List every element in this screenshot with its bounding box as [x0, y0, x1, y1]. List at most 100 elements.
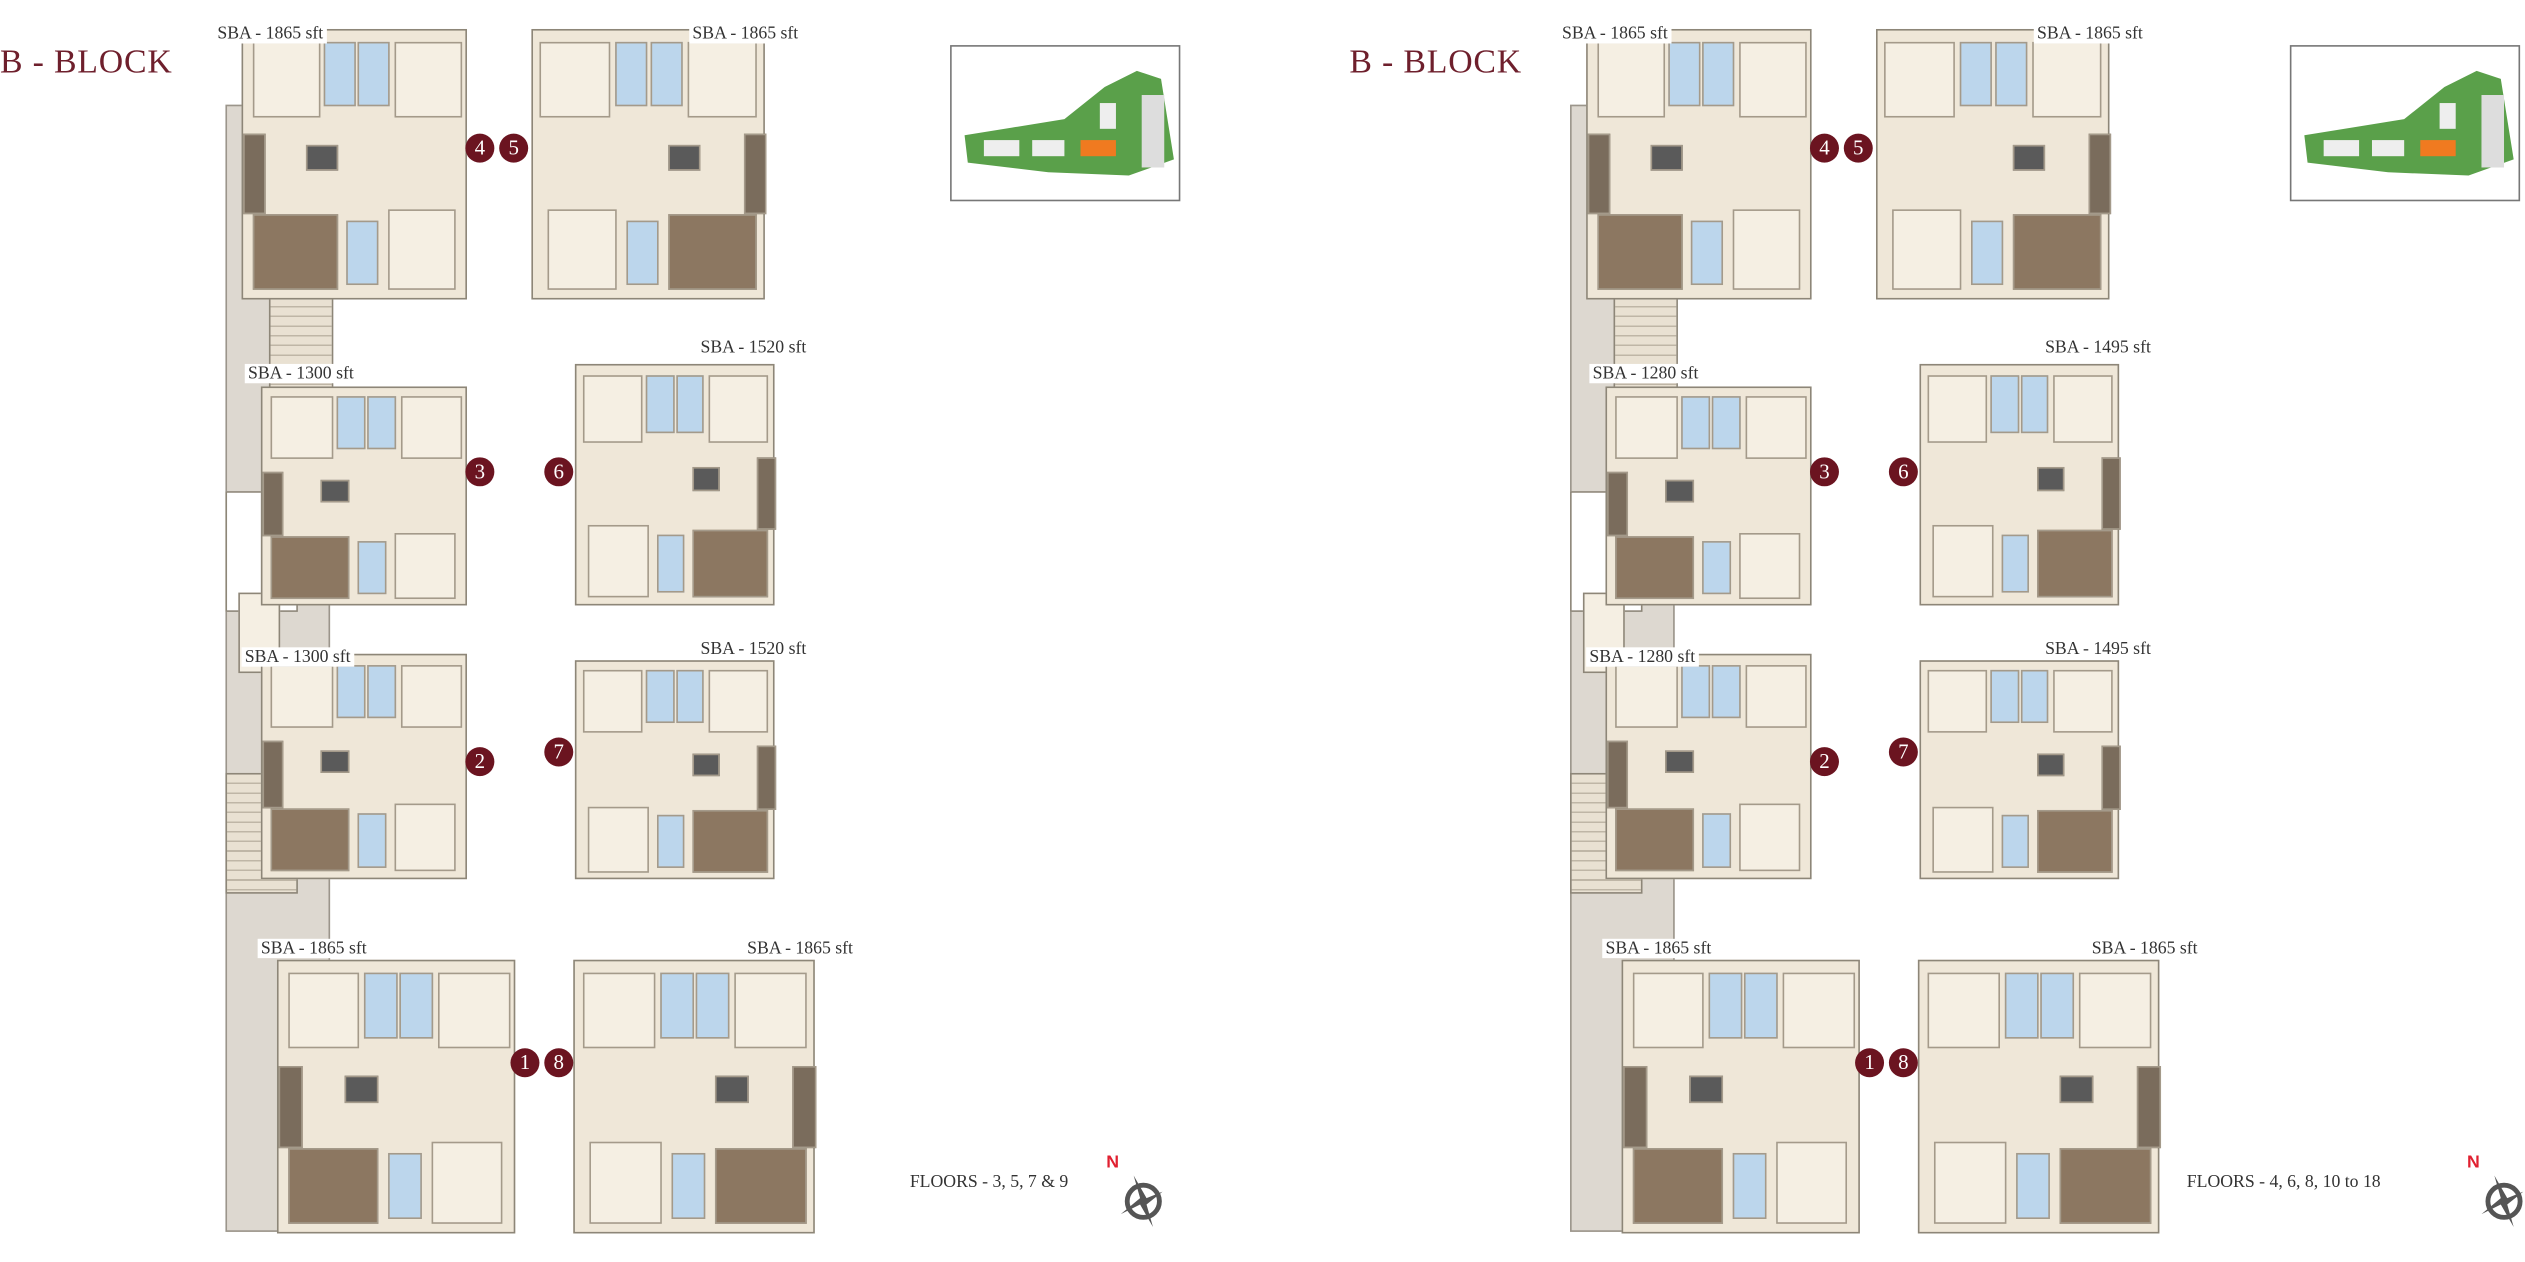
- apartment-unit-2: [260, 653, 467, 880]
- toilet: [671, 1152, 706, 1219]
- sba-label: SBA - 1300 sft: [244, 363, 358, 384]
- bedroom: [288, 972, 360, 1049]
- toilet: [1668, 41, 1701, 107]
- apartment-unit-8: [1917, 959, 2162, 1234]
- sba-label: SBA - 1865 sft: [1602, 938, 1715, 959]
- bedroom: [540, 41, 611, 118]
- balcony: [792, 1065, 817, 1148]
- staircase: [1613, 286, 1678, 403]
- toilet: [1712, 396, 1742, 450]
- kitchen: [1732, 209, 1800, 291]
- sba-label: SBA - 1280 sft: [1586, 647, 1699, 667]
- compass-rose-icon: [1111, 1166, 1175, 1230]
- toilet: [1712, 664, 1742, 719]
- toilet: [1701, 541, 1731, 594]
- master-bedroom: [1596, 214, 1683, 291]
- apartment-unit-5: [1875, 28, 2112, 300]
- sba-label: SBA - 1865 sft: [214, 24, 327, 44]
- master-bedroom: [1615, 808, 1694, 872]
- kitchen: [1891, 209, 1962, 291]
- toilet: [1744, 972, 1779, 1038]
- bedroom: [582, 972, 655, 1049]
- bedroom: [1745, 396, 1807, 459]
- toilet: [646, 670, 675, 724]
- apartment-unit-3: [260, 386, 467, 606]
- toilet: [400, 972, 434, 1038]
- apartment-unit-1: [276, 959, 516, 1234]
- toilet: [2040, 972, 2075, 1038]
- block-title: B - BLOCK: [1349, 41, 1523, 81]
- unit-number-marker: 2: [1809, 747, 1839, 777]
- kitchen: [1933, 806, 1993, 873]
- apartment-unit-7: [574, 660, 777, 880]
- bedroom: [1927, 670, 1987, 732]
- kitchen: [394, 532, 457, 599]
- toilet: [1990, 375, 2019, 434]
- toilet: [646, 375, 675, 434]
- bedroom: [400, 664, 463, 728]
- master-bedroom: [252, 214, 338, 291]
- kitchen: [1933, 1142, 2007, 1225]
- toilet: [1681, 396, 1711, 450]
- bedroom: [2052, 375, 2113, 443]
- bedroom: [1884, 41, 1955, 118]
- bedroom: [1927, 375, 1987, 443]
- apartment-unit-2: [1605, 653, 1812, 880]
- dining-table: [320, 480, 350, 502]
- toilet: [656, 815, 685, 868]
- master-bedroom: [270, 536, 350, 599]
- bedroom: [708, 670, 769, 732]
- bedroom: [2031, 41, 2102, 118]
- toilet: [676, 670, 705, 724]
- apartment-unit-6: [1919, 363, 2121, 606]
- bedroom: [734, 972, 807, 1049]
- toilet: [614, 41, 648, 107]
- toilet: [388, 1152, 422, 1219]
- apartment-unit-4: [1586, 28, 1812, 300]
- master-bedroom: [2036, 810, 2113, 873]
- kitchen: [546, 209, 618, 291]
- sba-label: SBA - 1280 sft: [1589, 363, 1702, 384]
- balcony: [262, 471, 284, 537]
- master-bedroom: [288, 1147, 379, 1225]
- sba-label: SBA - 1865 sft: [689, 24, 802, 44]
- bedroom: [2052, 670, 2113, 732]
- balcony: [278, 1065, 303, 1148]
- kitchen: [1933, 524, 1993, 598]
- unit-number-marker: 4: [465, 133, 495, 163]
- balcony: [2136, 1065, 2162, 1148]
- toilet: [626, 219, 660, 285]
- dining-table: [692, 466, 721, 492]
- apartment-unit-3: [1605, 386, 1812, 606]
- master-bedroom: [2013, 214, 2102, 291]
- bedroom: [270, 664, 333, 728]
- bedroom: [708, 375, 769, 443]
- apartment-unit-8: [573, 959, 817, 1234]
- bedroom: [394, 41, 462, 118]
- sba-label: SBA - 1865 sft: [2088, 938, 2201, 959]
- bedroom: [270, 396, 333, 459]
- bedroom: [1615, 396, 1678, 459]
- toilet: [336, 664, 366, 719]
- balcony: [2087, 133, 2112, 215]
- kitchen: [588, 806, 649, 873]
- apartment-unit-4: [241, 28, 467, 300]
- dining-table: [2013, 144, 2046, 172]
- floors-label: FLOORS - 4, 6, 8, 10 to 18: [2186, 1172, 2381, 1192]
- dining-table: [1689, 1076, 1724, 1104]
- toilet: [1702, 41, 1735, 107]
- sba-label: SBA - 1300 sft: [241, 647, 354, 667]
- toilet: [2004, 972, 2038, 1038]
- unit-number-marker: 5: [1843, 133, 1873, 163]
- kitchen: [1775, 1142, 1848, 1225]
- dining-table: [345, 1076, 379, 1104]
- master-bedroom: [692, 529, 769, 598]
- toilet: [2000, 534, 2029, 593]
- toilet: [656, 534, 685, 593]
- dining-table: [1664, 750, 1694, 773]
- bedroom: [2078, 972, 2152, 1049]
- unit-number-marker: 7: [1888, 737, 1918, 767]
- balcony: [743, 133, 767, 215]
- kitchen: [394, 804, 457, 872]
- sba-label: SBA - 1520 sft: [697, 338, 810, 358]
